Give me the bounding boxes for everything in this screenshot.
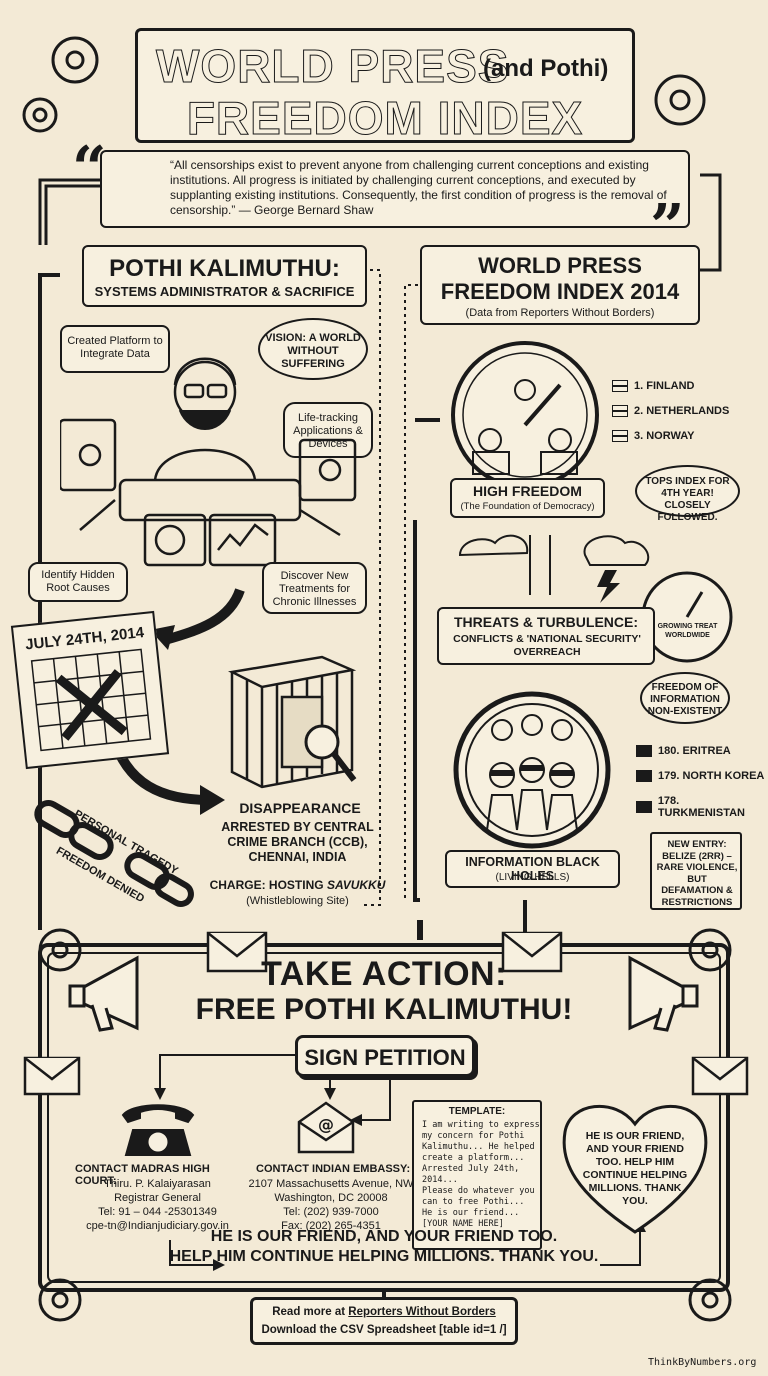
arrest-text: ARRESTED BY CENTRAL CRIME BRANCH (CCB), … [221, 820, 374, 864]
charge-note: (Whistleblowing Site) [246, 895, 349, 907]
charge-site: SAVUKKU [326, 878, 386, 892]
title-line1: WORLD PRESS [155, 40, 510, 93]
new-entry-note: NEW ENTRY: BELIZE (2RR) – RARE VIOLENCE,… [650, 832, 742, 910]
court-details: Thiru. P. Kalaiyarasan Registrar General… [75, 1177, 240, 1233]
index-source: (Data from Reporters Without Borders) [465, 307, 655, 319]
storm-cloud-icon [455, 525, 655, 605]
calendar-icon: JULY 24TH, 2014 [10, 610, 170, 770]
disappearance-heading: DISAPPEARANCE [239, 800, 361, 816]
template-body: I am writing to express my concern for P… [422, 1120, 540, 1229]
heart-icon [555, 1092, 715, 1242]
threats-label: THREATS & TURBULENCE: [453, 614, 639, 630]
chain-icon [28, 790, 198, 910]
high-freedom-sub: (The Foundation of Democracy) [460, 501, 595, 512]
title-line2: FREEDOM INDEX [186, 92, 584, 145]
read-more-prefix: Read more at [272, 1306, 346, 1318]
high-freedom-label-box: HIGH FREEDOM (The Foundation of Democrac… [450, 478, 605, 518]
index-heading-box: WORLD PRESS FREEDOM INDEX 2014 (Data fro… [420, 245, 700, 325]
pothi-heading: POTHI KALIMUTHU: [109, 255, 340, 282]
top-note-bubble: TOPS INDEX FOR 4TH YEAR! CLOSELY FOLLOWE… [635, 465, 740, 523]
flag-icon [636, 745, 652, 757]
embassy-details: 2107 Massachusetts Avenue, NW Washington… [246, 1177, 416, 1233]
court-title: CONTACT MADRAS HIGH COURT: [75, 1163, 210, 1187]
closing-line2: HELP HIM CONTINUE HELPING MILLIONS. THAN… [169, 1248, 599, 1265]
embassy-city: Washington, DC 20008 [274, 1192, 388, 1204]
download-csv-link[interactable]: Download the CSV Spreadsheet [table id=1… [261, 1324, 507, 1336]
black-holes-sub: (LIVING HELLS) [495, 872, 570, 883]
high-freedom-label: HIGH FREEDOM [473, 483, 582, 499]
bubble-root-causes: Identify Hidden Root Causes [28, 562, 128, 602]
flag-icon [612, 380, 628, 392]
bubble-treatments: Discover New Treatments for Chronic Illn… [262, 562, 367, 614]
title-banner: WORLD PRESS (and Pothi) FREEDOM INDEX [135, 28, 635, 145]
envelope-icon [22, 1055, 82, 1097]
court-email[interactable]: cpe-tn@Indianjudiciary.gov.in [86, 1220, 229, 1232]
rsf-link[interactable]: Reporters Without Borders [348, 1306, 496, 1318]
high-freedom-gauge [445, 340, 605, 490]
foi-bubble: FREEDOM OF INFORMATION NON-EXISTENT [640, 672, 730, 724]
black-holes-label: INFORMATION BLACK HOLES [465, 855, 600, 883]
flag-icon [636, 801, 652, 813]
court-phone[interactable]: Tel: 91 – 044 -25301349 [98, 1206, 217, 1218]
charge-label: CHARGE: HOSTING [209, 878, 324, 892]
action-heading-line1: TAKE ACTION: [261, 955, 507, 993]
embassy-fax: Fax: (202) 265-4351 [281, 1220, 381, 1232]
index-heading-line1: WORLD PRESS [478, 253, 642, 278]
pothi-heading-box: POTHI KALIMUTHU: SYSTEMS ADMINISTRATOR &… [82, 245, 367, 307]
action-heading-line2: FREE POTHI KALIMUTHU! [195, 993, 573, 1026]
bubble-lifetracking: Life-tracking Applications & Devices [283, 402, 373, 458]
index-heading-line2: FREEDOM INDEX 2014 [440, 279, 680, 304]
pothi-subheading: SYSTEMS ADMINISTRATOR & SACRIFICE [94, 284, 355, 299]
site-credit[interactable]: ThinkByNumbers.org [648, 1357, 757, 1368]
bottom-rank-179: 179. NORTH KOREA [636, 770, 764, 782]
bottom-rank-178: 178. TURKMENISTAN [636, 795, 768, 819]
top-rank-3: 3. NORWAY [612, 430, 695, 442]
megaphone-right-icon [605, 948, 705, 1038]
pothi-workstation-illustration [60, 330, 380, 590]
new-entry-text: NEW ENTRY: BELIZE (2RR) – RARE VIOLENCE,… [656, 839, 738, 908]
envelope-icon [500, 930, 565, 975]
black-holes-label-box: INFORMATION BLACK HOLES (LIVING HELLS) [445, 850, 620, 888]
template-scroll: TEMPLATE: I am writing to express my con… [412, 1100, 542, 1250]
closing-line1: HE IS OUR FRIEND, AND YOUR FRIEND TOO. [210, 1228, 558, 1245]
megaphone-left-icon [62, 948, 162, 1038]
flag-icon [612, 405, 628, 417]
email-at-icon: @ [296, 1100, 356, 1155]
bubble-vision: VISION: A WORLD WITHOUT SUFFERING [258, 318, 368, 380]
black-holes-porthole [452, 690, 612, 850]
threats-label-box: THREATS & TURBULENCE: CONFLICTS & 'NATIO… [437, 607, 655, 665]
footer-box: Read more at Reporters Without Borders D… [250, 1297, 518, 1345]
quote-text: “All censorships exist to prevent anyone… [170, 158, 667, 217]
title-suffix: (and Pothi) [483, 55, 609, 82]
read-more-line: Read more at Reporters Without Borders [253, 1306, 515, 1318]
envelope-icon [690, 1055, 750, 1097]
top-rank-2: 2. NETHERLANDS [612, 405, 729, 417]
telephone-icon [118, 1100, 198, 1160]
heart-text: HE IS OUR FRIEND, AND YOUR FRIEND TOO. H… [582, 1130, 688, 1207]
flag-icon [612, 430, 628, 442]
flag-icon [636, 770, 652, 782]
embassy-address: 2107 Massachusetts Avenue, NW [248, 1178, 414, 1190]
sign-petition-button[interactable]: SIGN PETITION [295, 1035, 475, 1077]
svg-text:@: @ [318, 1115, 334, 1134]
top-rank-1: 1. FINLAND [612, 380, 695, 392]
threats-sub: CONFLICTS & 'NATIONAL SECURITY' OVERREAC… [453, 633, 641, 658]
court-role: Registrar General [114, 1192, 201, 1204]
bubble-platform: Created Platform to Integrate Data [60, 325, 170, 373]
sign-petition-label: SIGN PETITION [304, 1045, 466, 1070]
prison-cage-icon [222, 652, 357, 789]
embassy-title: CONTACT INDIAN EMBASSY: [256, 1163, 411, 1175]
quote-box: “All censorships exist to prevent anyone… [100, 150, 690, 228]
charge-line: CHARGE: HOSTING SAVUKKU [205, 878, 390, 892]
court-name: Thiru. P. Kalaiyarasan [104, 1178, 211, 1190]
envelope-icon [205, 930, 270, 975]
embassy-phone[interactable]: Tel: (202) 939-7000 [283, 1206, 379, 1218]
threat-gauge-label: GROWING TREAT WORLDWIDE [657, 623, 718, 639]
template-title: TEMPLATE: [448, 1106, 506, 1117]
bottom-rank-180: 180. ERITREA [636, 745, 731, 757]
